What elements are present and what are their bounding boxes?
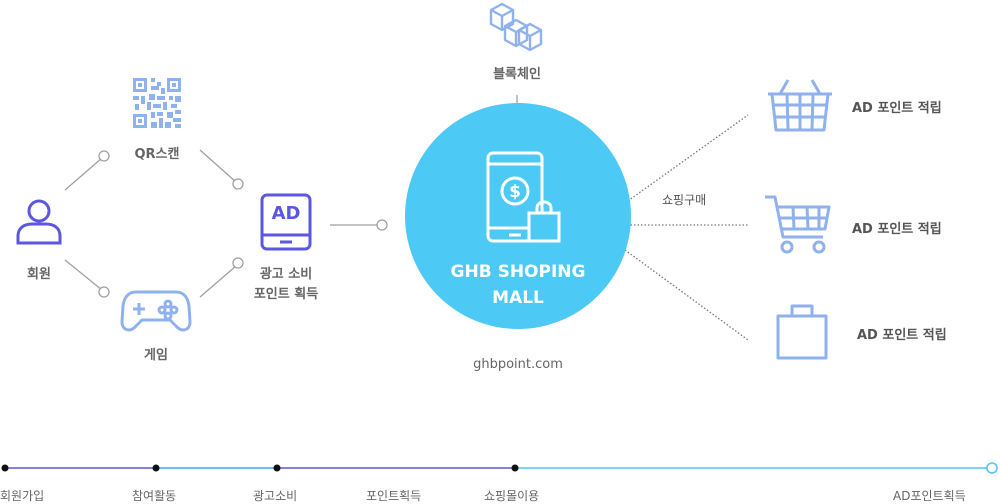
- timeline-dot: [511, 464, 519, 472]
- timeline-end-dot: [986, 462, 998, 474]
- node-dot: [98, 286, 110, 298]
- connector-member-game: [64, 259, 103, 291]
- connector-member-qr: [64, 157, 103, 191]
- timeline: [1, 462, 998, 474]
- ad-consume-label: 광고 소비 포인트 획득: [240, 265, 332, 305]
- blockchain-label: 블록체인: [493, 67, 541, 82]
- shopping-cart-icon: [765, 195, 831, 254]
- reward-label-basket: AD 포인트 적립: [852, 101, 942, 116]
- reward-label-bag: AD 포인트 적립: [857, 328, 947, 343]
- ad-consume-line2: 포인트 획득: [253, 287, 319, 302]
- user-icon: [16, 199, 62, 245]
- dotted-line-bag: [624, 249, 749, 341]
- node-dot: [98, 150, 110, 162]
- connector-qr-ad: [199, 149, 237, 183]
- blockchain-cubes-icon: [489, 2, 543, 52]
- ad-icon-text: AD: [271, 203, 301, 224]
- node-dot: [376, 219, 388, 231]
- gamepad-icon: [120, 290, 192, 332]
- timeline-label-mall-use: 쇼핑몰이용: [484, 489, 540, 503]
- node-dot: [232, 178, 244, 190]
- shopping-mall-circle: [405, 103, 631, 329]
- shopping-bag-icon: [776, 304, 828, 360]
- mobile-shopping-icon: $: [486, 151, 561, 243]
- shopping-basket-icon: [768, 79, 832, 132]
- timeline-dot: [152, 464, 160, 472]
- node-dot: [232, 257, 244, 269]
- mall-url[interactable]: ghbpoint.com: [473, 357, 563, 372]
- timeline-label-ad-consume: 광고소비: [253, 489, 298, 503]
- ad-consume-line1: 광고 소비: [259, 267, 313, 282]
- timeline-label-signup: 회원가입: [0, 489, 45, 503]
- ad-tablet-icon: AD: [260, 193, 312, 251]
- qr-code-icon: [133, 78, 181, 128]
- dotted-line-basket: [624, 114, 749, 204]
- qr-scan-label: QR스캔: [134, 147, 180, 162]
- mall-title: GHB SHOPING MALL: [450, 262, 586, 308]
- game-label: 게임: [144, 348, 168, 363]
- timeline-label-ad-point: AD포인트획득: [893, 489, 966, 503]
- svg-text:$: $: [509, 182, 521, 202]
- reward-label-cart: AD 포인트 적립: [852, 222, 942, 237]
- member-label: 회원: [27, 267, 51, 282]
- timeline-dot: [273, 464, 281, 472]
- shopping-purchase-label: 쇼핑구매: [662, 193, 707, 207]
- timeline-label-participate: 참여활동: [132, 489, 177, 503]
- timeline-dot: [1, 464, 9, 472]
- connector-game-ad: [199, 265, 237, 298]
- timeline-label-point-earn: 포인트획득: [366, 489, 422, 503]
